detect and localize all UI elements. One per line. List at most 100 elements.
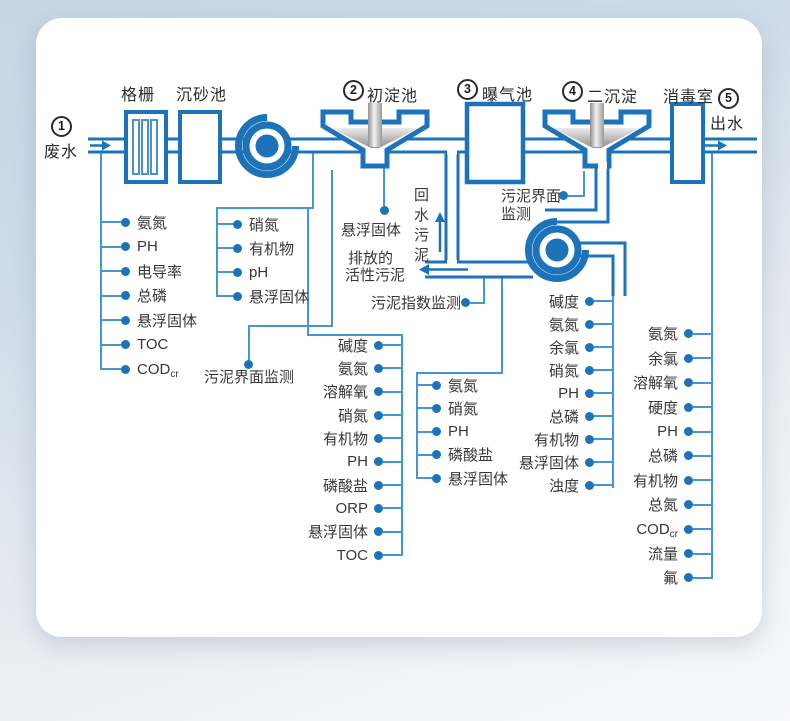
connector-line (693, 479, 712, 482)
monitor-point-dot (121, 266, 130, 276)
sludge-interface-secondary-note-line1: 污泥界面 (501, 188, 562, 205)
monitor-item: 有机物 (217, 236, 309, 260)
connector-line (101, 294, 121, 297)
connector-line (383, 460, 403, 463)
parameter-label: 磷酸盐 (322, 477, 368, 495)
monitor-item: 流量 (587, 541, 712, 565)
monitor-point-dot (432, 380, 441, 390)
monitor-point-dot (585, 388, 594, 398)
monitor-item: PH (280, 450, 403, 473)
monitor-point-dot (374, 410, 383, 420)
parameter-label: 硝氮 (249, 216, 280, 234)
connector-line (217, 271, 233, 273)
parameter-label: 氨氮 (548, 316, 579, 334)
monitor-point-dot (585, 434, 594, 444)
parameter-label: 溶解氧 (632, 375, 678, 393)
monitor-item: 悬浮固体 (417, 467, 508, 490)
sludge-interface-primary-note: 污泥界面监测 (204, 369, 295, 386)
stage-label-effluent: 出水 (710, 116, 745, 133)
parameter-label: 总磷 (548, 408, 579, 426)
monitor-item: 磷酸盐 (280, 473, 403, 496)
connector-line (383, 507, 403, 510)
connector-line (594, 392, 613, 394)
parameter-label: PH (137, 238, 158, 256)
monitor-point-dot (374, 480, 383, 490)
connector-line (417, 384, 432, 387)
parameter-label: 氨氮 (337, 360, 368, 378)
monitor-item: PH (417, 420, 508, 443)
connector-line (417, 477, 432, 480)
parameter-label: 悬浮固体 (307, 524, 368, 542)
monitor-item: 碱度 (280, 333, 403, 356)
sludge-interface-secondary-note-line2: 监测 (501, 206, 532, 223)
parameter-label: 氨氮 (137, 214, 168, 232)
connector-line (217, 223, 233, 225)
sludge-index-monitor-note: 污泥指数监测 (371, 295, 462, 312)
monitor-point-dot (684, 402, 693, 412)
monitor-point-dot (121, 340, 130, 350)
parameter-label: 硝氮 (448, 400, 479, 418)
monitor-item: 余氯 (587, 346, 712, 370)
connector-line (693, 552, 712, 555)
connector-line (217, 295, 233, 297)
monitor-point-dot (684, 524, 693, 534)
monitor-point-dot (432, 427, 441, 437)
return-sludge-note: 回水污泥 (413, 187, 429, 264)
discharged-sludge-note-line2: 活性污泥 (345, 267, 406, 284)
parameter-label: 有机物 (632, 472, 678, 490)
secondary-effluent-monitor-list: 碱度 氨氮 余氯 硝氮 PH 总磷 有机物 悬浮固 (480, 290, 613, 497)
monitor-item: 悬浮固体 (101, 308, 197, 333)
parameter-label: 悬浮固体 (137, 312, 198, 330)
monitor-point-dot (121, 242, 130, 252)
stage-number-2: 2 (343, 80, 364, 101)
connector-line (383, 437, 403, 440)
monitor-item: 电导率 (101, 259, 197, 284)
connector-line (101, 221, 121, 224)
monitor-point-dot (585, 457, 594, 467)
monitor-item: TOC (101, 332, 197, 357)
parameter-label: pH (249, 263, 269, 281)
connector-line (101, 368, 121, 371)
connector-line (594, 369, 613, 371)
after-grit-monitor-list: 硝氮 有机物 pH 悬浮固体 (217, 212, 309, 308)
connector-line (693, 332, 712, 335)
monitor-point-dot (374, 340, 383, 350)
connector-line (383, 554, 403, 557)
monitor-item: 悬浮固体 (217, 284, 309, 308)
connector-line (383, 530, 403, 533)
parameter-label: 悬浮固体 (518, 454, 579, 472)
parameter-label: 碱度 (548, 293, 579, 311)
connector-line (101, 245, 121, 248)
monitor-point-dot (233, 219, 242, 229)
monitor-item: CODcr (587, 517, 712, 541)
monitor-point-dot (374, 387, 383, 397)
connector-line (693, 381, 712, 384)
monitor-point-dot (585, 319, 594, 329)
connector-line (594, 323, 613, 325)
monitor-item: PH (101, 234, 197, 259)
monitor-item: 氨氮 (480, 313, 613, 336)
monitor-point-dot (684, 475, 693, 485)
connector-line (383, 484, 403, 487)
stage-label-secondary-clarifier: 二沉淀 (587, 89, 639, 106)
connector-line (594, 300, 613, 302)
stage-label-bar-screen: 格栅 (121, 87, 156, 104)
monitor-item: 总磷 (480, 405, 613, 428)
final-effluent-monitor-list: 氨氮 余氯 溶解氧 硬度 PH 总磷 有机物 总氮 (587, 322, 712, 590)
monitor-item: 总氮 (587, 493, 712, 517)
parameter-label: 磷酸盐 (448, 447, 494, 465)
connector-line (101, 270, 121, 273)
monitor-point-dot (374, 363, 383, 373)
monitor-point-dot (585, 365, 594, 375)
monitor-point-dot (121, 364, 130, 374)
monitor-item: 硬度 (587, 395, 712, 419)
parameter-label: 有机物 (249, 240, 295, 258)
stage-label-influent: 废水 (44, 144, 79, 161)
lift-pump-shape (239, 118, 296, 175)
monitor-item: 有机物 (280, 427, 403, 450)
stage-label-disinfection-room: 消毒室 (663, 89, 715, 106)
monitor-point-dot (432, 450, 441, 460)
monitor-point-dot (121, 217, 130, 227)
